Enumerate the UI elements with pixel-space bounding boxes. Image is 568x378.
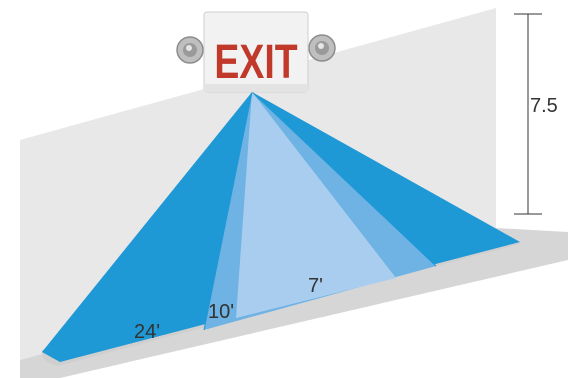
beam-inner-7 (236, 92, 396, 318)
beam-division-right (251, 91, 437, 267)
beam-label-24: 24' (134, 321, 160, 343)
exit-sign-fixture: EXIT (176, 11, 336, 93)
ceiling-height-label: 7.5 (530, 95, 558, 117)
beam-division-left (203, 91, 253, 331)
beam-label-10: 10' (208, 301, 234, 323)
exit-sign-text: EXIT (214, 36, 297, 90)
beam-label-7: 7' (308, 275, 323, 297)
